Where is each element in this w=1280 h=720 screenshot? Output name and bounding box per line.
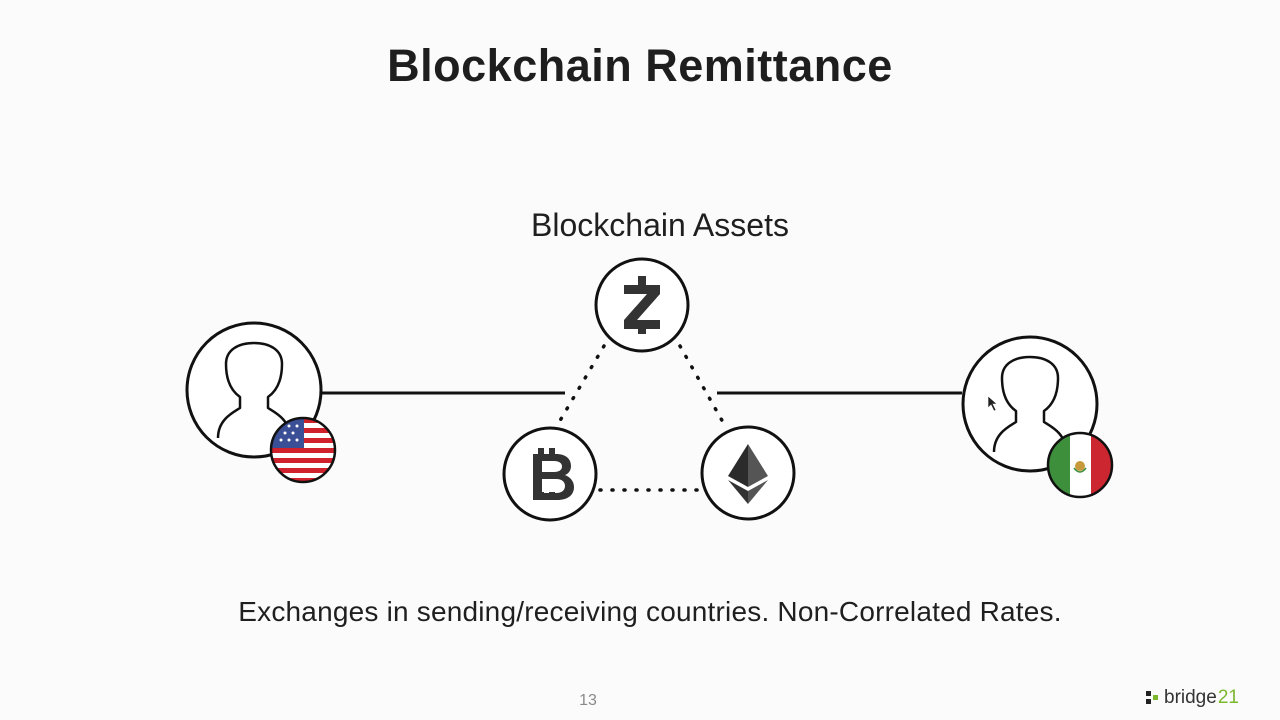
mexico-flag-icon	[1046, 431, 1114, 499]
bitcoin-icon	[502, 426, 598, 522]
brand-name: bridge	[1164, 687, 1217, 708]
us-flag-icon	[269, 416, 337, 484]
zcash-ethereum-dotted-link	[678, 344, 726, 426]
slide-title: Blockchain Remittance	[387, 40, 893, 91]
bridge21-logo-icon	[1146, 691, 1158, 704]
page-number: 13	[579, 692, 597, 709]
assets-label: Blockchain Assets	[531, 207, 789, 243]
zcash-icon	[594, 257, 690, 353]
brand-suffix: 21	[1217, 687, 1239, 708]
mouse-cursor-icon	[987, 395, 998, 412]
zcash-bitcoin-dotted-link	[556, 344, 606, 426]
ethereum-icon	[700, 425, 796, 521]
brand-logo: bridge 21	[1146, 686, 1239, 710]
slide-caption: Exchanges in sending/receiving countries…	[238, 596, 1062, 627]
